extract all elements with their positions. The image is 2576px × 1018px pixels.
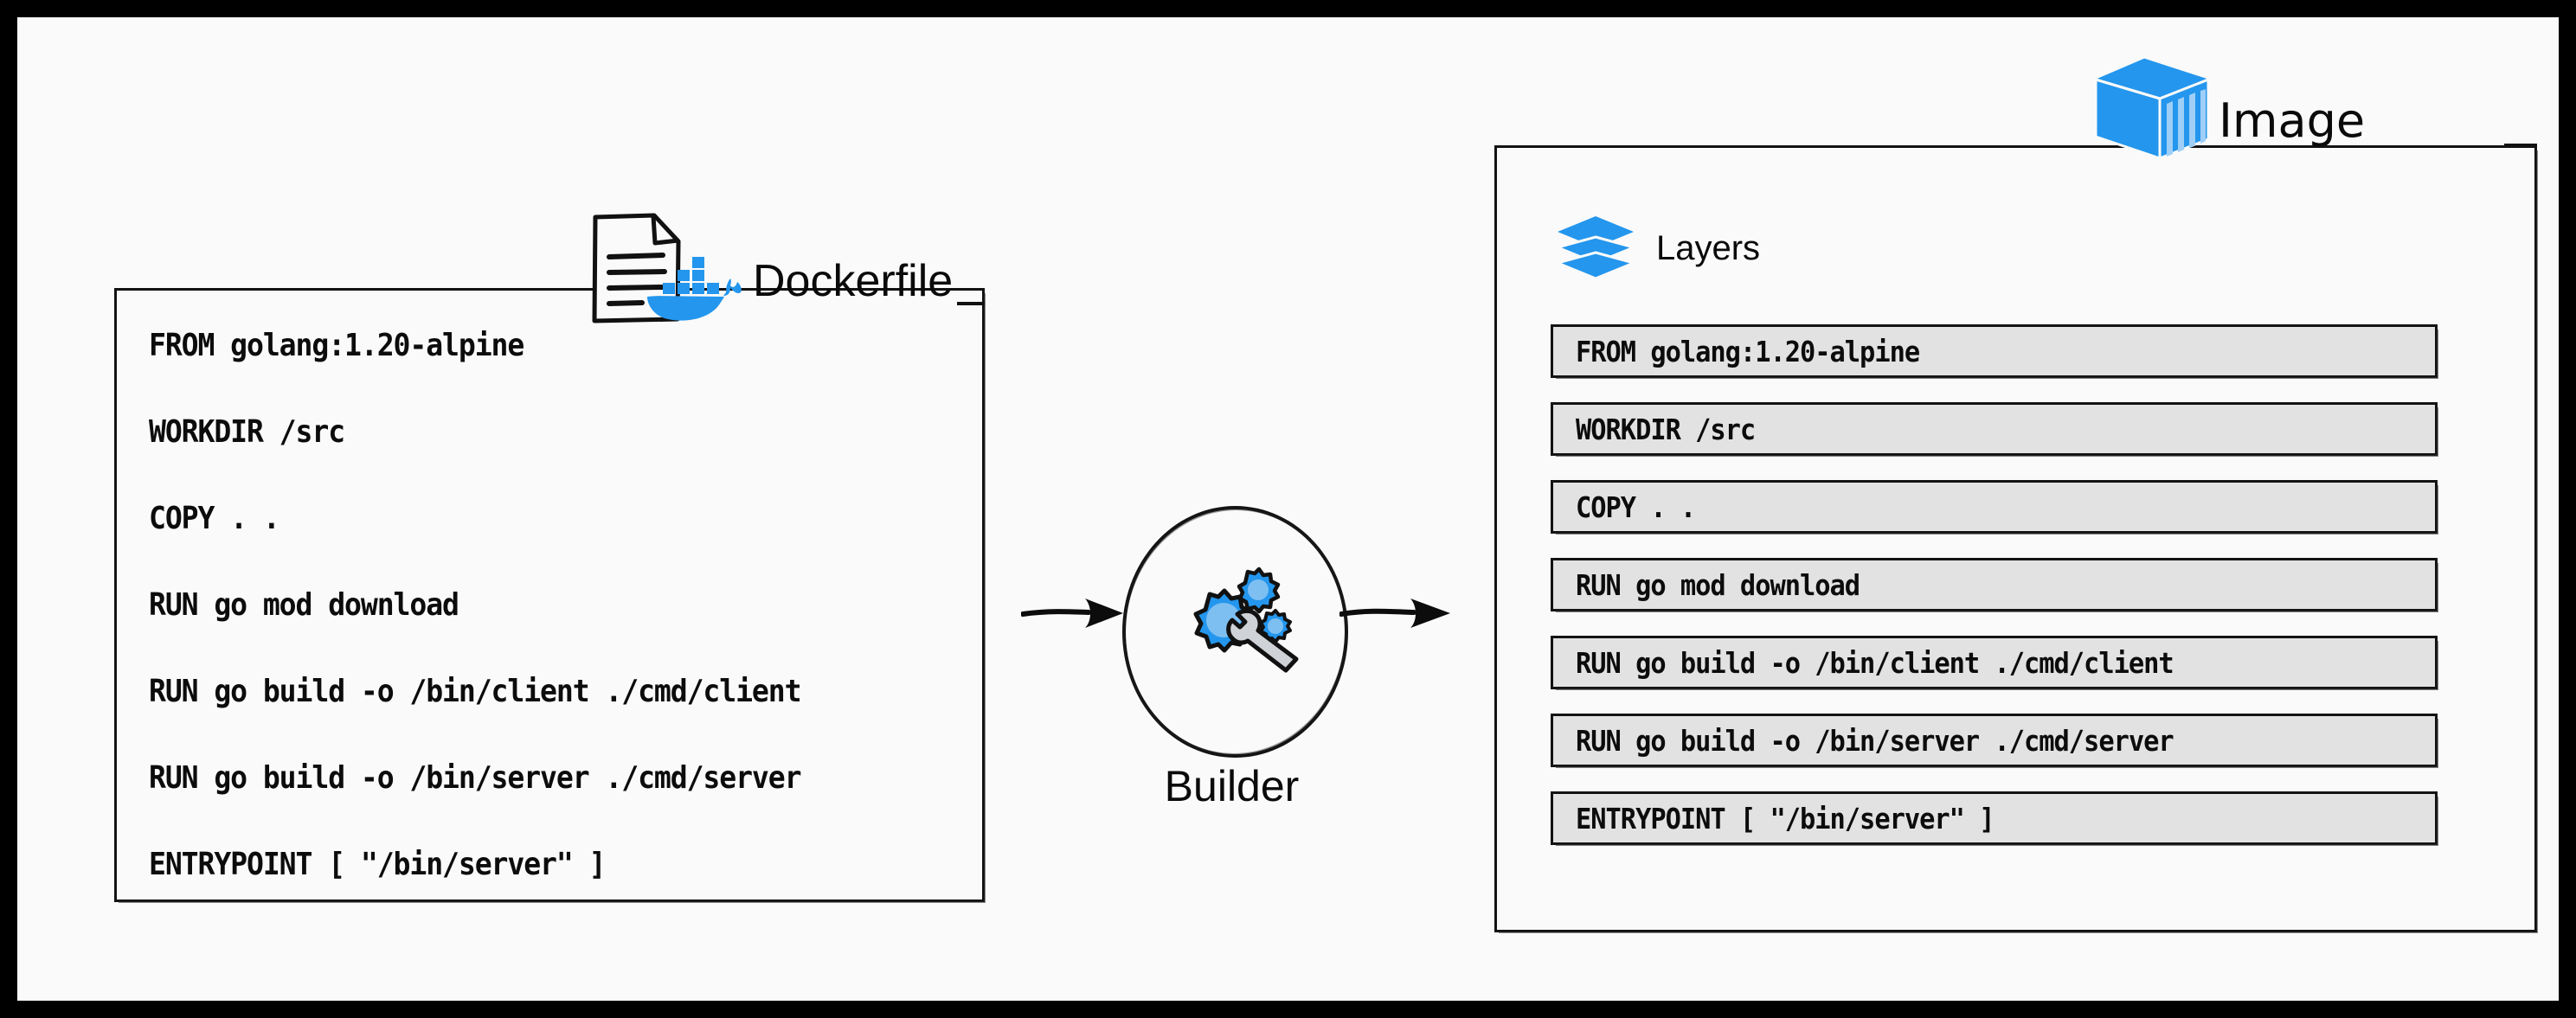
layers-label: Layers xyxy=(1656,228,1761,267)
dockerfile-line: FROM golang:1.20-alpine xyxy=(149,328,524,363)
layer-row: FROM golang:1.20-alpine xyxy=(1551,324,2438,379)
layer-row: WORKDIR /src xyxy=(1551,402,2438,457)
layer-text: FROM golang:1.20-alpine xyxy=(1576,334,1920,368)
dockerfile-line: COPY . . xyxy=(149,501,280,536)
arrow-builder-to-image xyxy=(1339,599,1450,628)
gears-wrench-icon xyxy=(1193,567,1299,673)
dockerfile-line: RUN go build -o /bin/client ./cmd/client xyxy=(149,674,802,709)
image-label-connector xyxy=(2504,144,2537,147)
container-icon xyxy=(2094,55,2210,160)
dockerfile-label-connector xyxy=(957,302,985,305)
dockerfile-line: ENTRYPOINT [ "/bin/server" ] xyxy=(149,847,607,882)
layers-stack-icon xyxy=(1556,216,1635,280)
dockerfile-content: FROM golang:1.20-alpine WORKDIR /src COP… xyxy=(149,324,962,887)
layer-row: RUN go mod download xyxy=(1551,558,2438,612)
layer-text: RUN go build -o /bin/client ./cmd/client xyxy=(1576,645,2175,680)
dockerfile-line: RUN go build -o /bin/server ./cmd/server xyxy=(149,760,802,796)
dockerfile-line: RUN go mod download xyxy=(149,587,459,623)
dockerfile-label: Dockerfile xyxy=(753,256,954,306)
layer-row: RUN go build -o /bin/client ./cmd/client xyxy=(1551,636,2438,690)
layers-list: FROM golang:1.20-alpine WORKDIR /src COP… xyxy=(1551,324,2438,846)
image-label: Image xyxy=(2219,93,2366,148)
layer-text: RUN go mod download xyxy=(1576,567,1860,602)
layer-row: COPY . . xyxy=(1551,480,2438,535)
arrow-dockerfile-to-builder xyxy=(1021,599,1123,628)
dockerfile-line: WORKDIR /src xyxy=(149,414,345,450)
image-title-group: Image xyxy=(2091,54,2365,162)
layer-row: RUN go build -o /bin/server ./cmd/server xyxy=(1551,714,2438,768)
layers-header: Layers xyxy=(1556,201,1760,296)
layer-text: RUN go build -o /bin/server ./cmd/server xyxy=(1576,723,2175,758)
builder-label: Builder xyxy=(1164,762,1300,810)
layer-text: WORKDIR /src xyxy=(1576,412,1756,446)
docker-whale-icon xyxy=(647,257,742,321)
layer-text: COPY . . xyxy=(1576,490,1696,524)
layer-row: ENTRYPOINT [ "/bin/server" ] xyxy=(1551,791,2438,846)
dockerfile-title-group: Dockerfile xyxy=(588,190,953,346)
diagram-canvas: Dockerfile FROM golang:1.20-alpine WORKD… xyxy=(17,17,2559,1001)
layer-text: ENTRYPOINT [ "/bin/server" ] xyxy=(1576,801,1995,836)
